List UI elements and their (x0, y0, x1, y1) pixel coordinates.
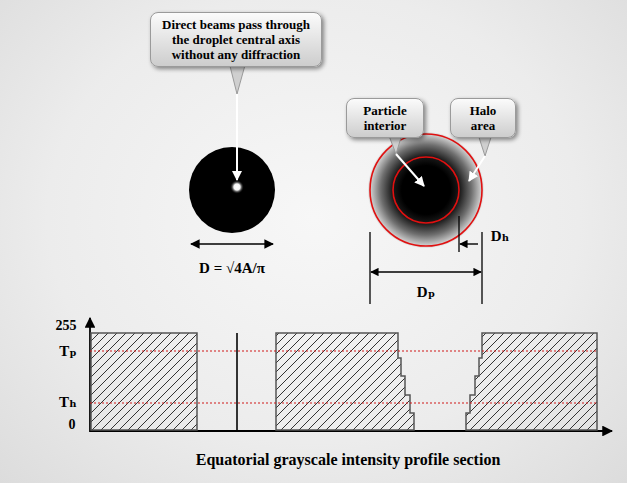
callout-box: Particle interior (346, 98, 424, 138)
extension-line (369, 232, 370, 304)
intensity-block (276, 333, 414, 430)
caption: Equatorial grayscale intensity profile s… (196, 451, 501, 469)
interior-boundary (393, 157, 459, 223)
dimension-arrow (371, 271, 481, 272)
extension-line (458, 216, 459, 252)
callout-text: Particle interior (352, 103, 418, 133)
dimension-label: Dₕ (491, 227, 510, 245)
particle-image (368, 132, 484, 248)
axis-tick-label: Tₕ (59, 393, 77, 411)
threshold-line (90, 350, 598, 351)
callout-box: Direct beams pass through the droplet ce… (150, 12, 322, 67)
callout-box: Halo area (450, 98, 516, 138)
intensity-spike (236, 333, 238, 430)
pointer-arrow (236, 94, 238, 180)
direct-beam-spot (230, 180, 244, 194)
axis-tick-label: Tₚ (59, 342, 76, 360)
formula: D = √4A/π (199, 260, 265, 277)
callout-text: Direct beams pass through the droplet ce… (156, 17, 316, 62)
dimension-label: Dₚ (417, 283, 435, 301)
extension-line (481, 232, 482, 304)
axis-tick-label: 255 (56, 318, 77, 334)
intensity-block (91, 333, 197, 430)
pointer-arrow (469, 156, 485, 181)
intensity-block (466, 333, 597, 430)
dimension-arrow (460, 243, 478, 244)
dimension-arrow (191, 243, 273, 245)
axis-tick-label: 0 (69, 417, 76, 433)
callout-text: Halo area (456, 103, 510, 133)
droplet-image (189, 147, 275, 233)
halo-boundary (370, 134, 482, 246)
threshold-line (90, 402, 598, 403)
pointer-arrow (396, 154, 424, 186)
